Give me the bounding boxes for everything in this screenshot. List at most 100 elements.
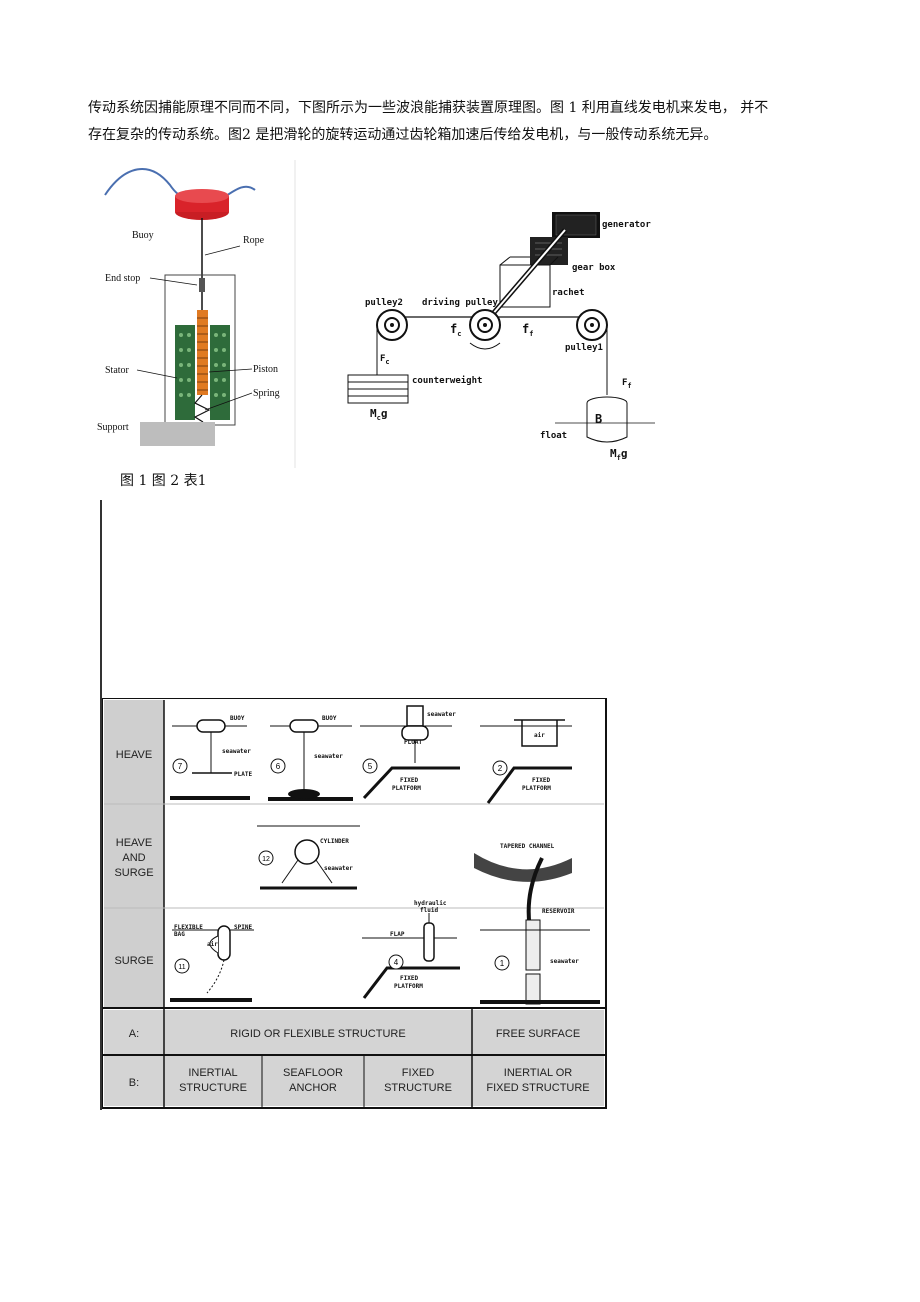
label-pulley1: pulley1 [565, 343, 603, 353]
stator-right [210, 325, 230, 420]
figure-2-pulley-system: generator gear box rachet pulley2 drivin… [347, 212, 655, 462]
svg-text:11: 11 [178, 964, 185, 971]
label-float: float [540, 431, 567, 441]
svg-text:BUOY: BUOY [230, 715, 245, 722]
svg-text:PLATE: PLATE [234, 771, 252, 778]
row-b-c4b: FIXED STRUCTURE [486, 1082, 589, 1094]
svg-text:FIXED: FIXED [400, 777, 418, 784]
figure-caption: 图 1 图 2 表1 [120, 473, 207, 489]
left-margin-rule [100, 500, 102, 1110]
label-spring: Spring [253, 388, 280, 399]
label-pulley2: pulley2 [365, 298, 403, 308]
label-ff: ff [522, 322, 533, 338]
label-generator: generator [602, 220, 651, 230]
label-support: Support [97, 422, 129, 433]
svg-text:seawater: seawater [324, 865, 353, 872]
svg-text:2: 2 [498, 764, 503, 773]
svg-text:air: air [534, 732, 545, 739]
row-a-band [104, 1010, 604, 1054]
svg-text:BUOY: BUOY [322, 715, 337, 722]
rachet-box [499, 264, 551, 308]
svg-text:6: 6 [276, 762, 281, 771]
svg-text:BAG: BAG [174, 931, 185, 938]
device-5-heave-float-fixed: 5 seawater FLOAT FIXED PLATFORM [360, 705, 460, 800]
rowhead-heave-surge-3: SURGE [114, 867, 153, 879]
device-11-flexible-bag: 11 FLEXIBLE BAG SPINE air [170, 924, 254, 1002]
rowhead-heave-surge-1: HEAVE [116, 837, 152, 849]
stator-left [175, 325, 195, 420]
device-12-cylinder: 12 CYLINDER seawater [257, 825, 360, 890]
svg-text:1: 1 [500, 959, 505, 968]
label-mfg: Mfg [610, 447, 627, 462]
intro-paragraph: 传动系统因捕能原理不同而不同，下图所示为一些波浪能捕获装置原理图。图 1 利用直… [88, 95, 848, 149]
svg-text:hydraulic: hydraulic [414, 900, 447, 907]
device-4-flap: 4 hydraulic fluid FLAP FIXED PLATFORM [362, 900, 460, 999]
svg-text:FIXED: FIXED [532, 777, 550, 784]
pulley1 [576, 309, 608, 341]
row-a-rigid: RIGID OR FLEXIBLE STRUCTURE [230, 1028, 405, 1040]
piston [197, 310, 208, 395]
row-b-c1a: INERTIAL [188, 1067, 237, 1079]
svg-text:FLEXIBLE: FLEXIBLE [174, 924, 203, 931]
row-b-c4a: INERTIAL OR [504, 1067, 573, 1079]
device-6-heave-seafloor: 6 BUOY seawater [268, 715, 353, 801]
label-Fc: Fc [380, 354, 390, 366]
device-7-heave-buoy-plate: 7 BUOY seawater PLATE [170, 715, 252, 800]
float-vessel [586, 396, 628, 443]
row-b-c1b: STRUCTURE [179, 1082, 247, 1094]
rowhead-heave: HEAVE [116, 749, 152, 761]
end-stop [199, 278, 205, 292]
rowhead-heave-surge-2: AND [122, 852, 145, 864]
svg-text:FLOAT: FLOAT [404, 739, 422, 746]
label-Ff: Ff [622, 378, 632, 390]
svg-text:SPINE: SPINE [234, 924, 252, 931]
svg-text:5: 5 [368, 762, 373, 771]
intro-line-1: 传动系统因捕能原理不同而不同，下图所示为一些波浪能捕获装置原理图。图 1 利用直… [88, 100, 769, 116]
rowhead-surge: SURGE [114, 955, 153, 967]
row-b-c3b: STRUCTURE [384, 1082, 452, 1094]
svg-text:7: 7 [178, 762, 183, 771]
row-a-free: FREE SURFACE [496, 1028, 580, 1040]
svg-text:RESERVOIR: RESERVOIR [542, 908, 575, 915]
figure-1-linear-generator: Buoy Rope End stop Stator Piston Spring … [97, 160, 296, 468]
wave-device-classification-table: HEAVE HEAVE AND SURGE SURGE A: RIGID OR … [102, 698, 607, 1109]
row-b-head: B: [129, 1077, 139, 1089]
counterweight [347, 374, 409, 404]
device-1-tapered-channel: TAPERED CHANNEL RESERVOIR 1 seawater [474, 843, 600, 1005]
svg-text:seawater: seawater [427, 711, 456, 718]
row-heads-column [104, 700, 164, 1008]
svg-text:FLAP: FLAP [390, 931, 405, 938]
svg-text:PLATFORM: PLATFORM [394, 983, 423, 990]
spring [193, 394, 211, 423]
svg-text:PLATFORM: PLATFORM [522, 785, 551, 792]
label-gear-box: gear box [572, 263, 616, 273]
intro-line-2: 存在复杂的传动系统。图2 是把滑轮的旋转运动通过齿轮箱加速后传给发电机，与一般传… [88, 127, 718, 143]
row-a-head: A: [129, 1028, 139, 1040]
label-end-stop: End stop [105, 273, 140, 284]
driving-pulley [469, 309, 501, 350]
svg-text:PLATFORM: PLATFORM [392, 785, 421, 792]
svg-text:4: 4 [394, 958, 399, 967]
svg-text:seawater: seawater [314, 753, 343, 760]
svg-text:seawater: seawater [222, 748, 251, 755]
svg-text:CYLINDER: CYLINDER [320, 838, 349, 845]
label-fc: fc [450, 322, 461, 338]
label-driving-pulley: driving pulley [422, 297, 498, 308]
svg-text:seawater: seawater [550, 958, 579, 965]
label-mcg: Mcg [370, 407, 387, 422]
label-piston: Piston [253, 364, 278, 375]
label-stator: Stator [105, 365, 130, 376]
label-buoy: Buoy [132, 230, 154, 241]
svg-text:FIXED: FIXED [400, 975, 418, 982]
row-b-c2b: ANCHOR [289, 1082, 337, 1094]
svg-text:fluid: fluid [420, 907, 438, 914]
label-rachet: rachet [552, 288, 585, 298]
svg-text:TAPERED CHANNEL: TAPERED CHANNEL [500, 843, 555, 850]
svg-text:air: air [207, 941, 218, 948]
row-b-c2a: SEAFLOOR [283, 1067, 343, 1079]
label-counterweight: counterweight [412, 375, 482, 386]
row-b-c3a: FIXED [402, 1067, 434, 1079]
pulley2 [376, 309, 408, 341]
svg-text:12: 12 [262, 856, 270, 863]
device-2-heave-air-column: 2 air FIXED PLATFORM [480, 719, 572, 804]
